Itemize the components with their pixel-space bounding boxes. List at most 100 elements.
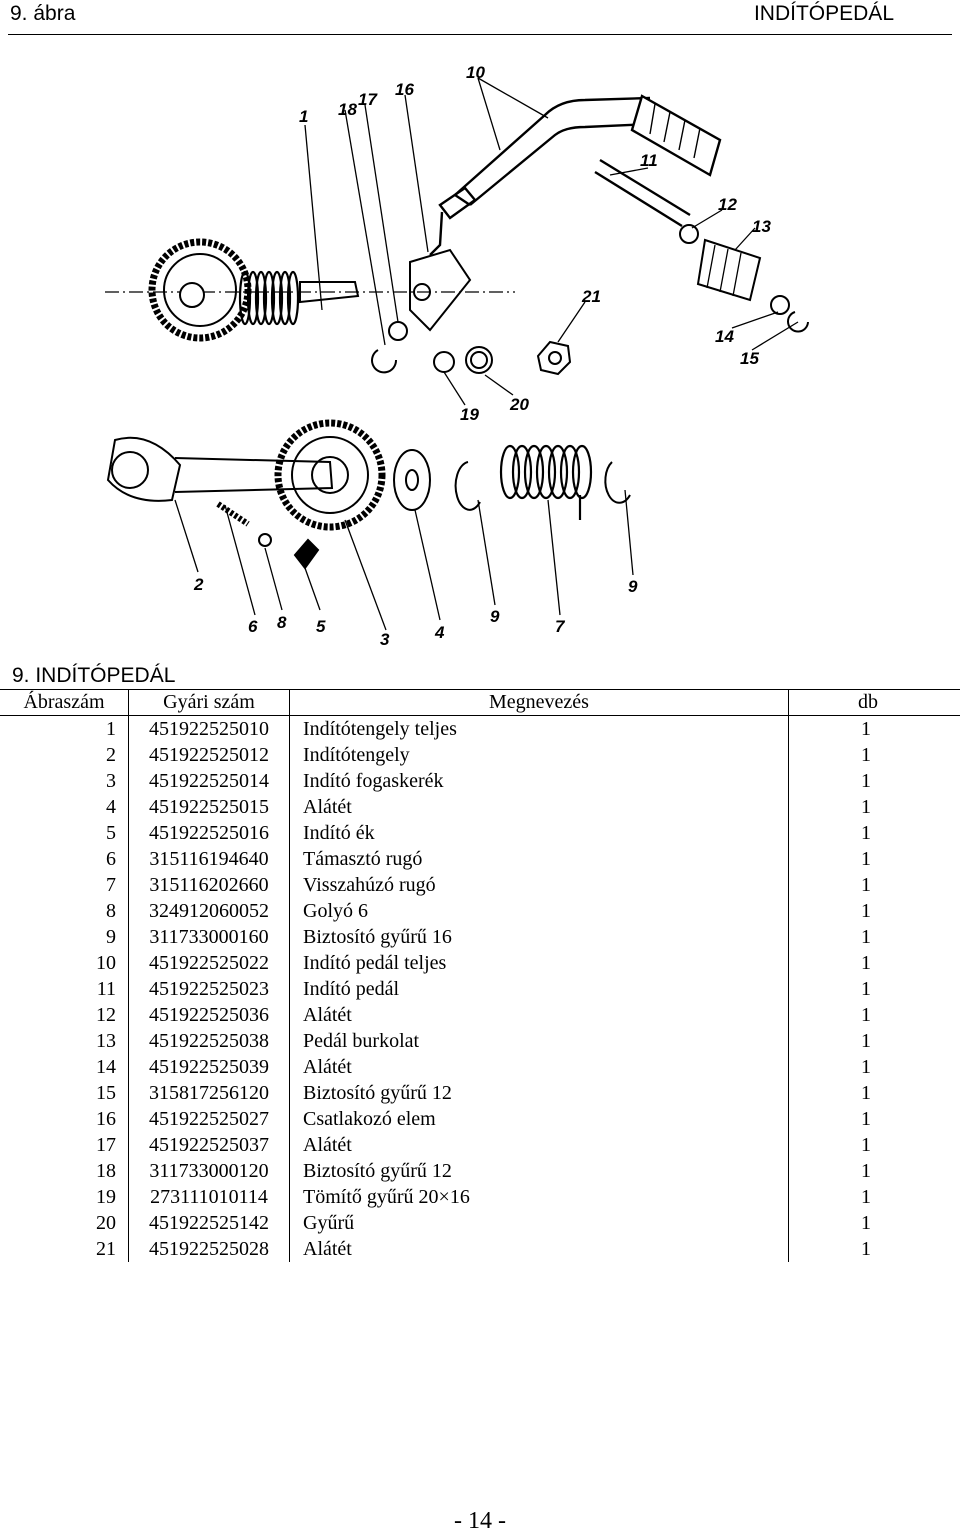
cell-part-no: 451922525039 xyxy=(128,1054,290,1080)
cell-part-no: 451922525015 xyxy=(128,794,290,820)
cell-part-no: 451922525027 xyxy=(128,1106,290,1132)
cell-figure-no: 18 xyxy=(0,1158,129,1184)
page-header: 9. ábra INDÍTÓPEDÁL xyxy=(8,0,952,35)
cell-description: Indító ék xyxy=(289,820,789,846)
cell-figure-no: 15 xyxy=(0,1080,129,1106)
callout-1: 1 xyxy=(299,107,308,126)
exploded-parts-diagram: 1 2 3 4 5 6 7 8 9 9 10 11 12 13 14 15 16… xyxy=(105,63,809,649)
ball xyxy=(258,533,272,547)
table-header-row: Ábraszám Gyári szám Megnevezés db xyxy=(0,689,960,716)
callout-12: 12 xyxy=(718,195,737,214)
cell-part-no: 451922525037 xyxy=(128,1132,290,1158)
cell-figure-no: 11 xyxy=(0,976,129,1002)
spring-upper xyxy=(238,270,300,326)
callout-4: 4 xyxy=(434,623,445,642)
circlip-right xyxy=(604,461,631,504)
cell-description: Biztosító gyűrű 12 xyxy=(289,1080,789,1106)
cell-description: Biztosító gyűrű 12 xyxy=(289,1158,789,1184)
callout-15: 15 xyxy=(740,349,759,368)
cell-figure-no: 9 xyxy=(0,924,129,950)
connector-block xyxy=(409,248,472,332)
callout-10: 10 xyxy=(466,63,485,82)
cell-description: Csatlakozó elem xyxy=(289,1106,789,1132)
cell-part-no: 451922525038 xyxy=(128,1028,290,1054)
kickstart-pedal xyxy=(429,94,722,256)
callout-20: 20 xyxy=(509,395,529,414)
cell-description: Visszahúzó rugó xyxy=(289,872,789,898)
callout-17: 17 xyxy=(358,90,378,109)
col-header-figure-no: Ábraszám xyxy=(0,689,129,716)
callout-13: 13 xyxy=(752,217,771,236)
callout-21: 21 xyxy=(581,287,601,306)
callout-9b: 9 xyxy=(628,577,638,596)
cell-part-no: 451922525036 xyxy=(128,1002,290,1028)
callout-8: 8 xyxy=(277,613,287,632)
starter-shaft xyxy=(106,436,334,502)
page-number: - 14 - xyxy=(454,1508,506,1534)
cell-quantity: 1 xyxy=(861,1160,871,1182)
cell-quantity: 1 xyxy=(861,770,871,792)
cell-description: Indítótengely teljes xyxy=(289,715,789,742)
cell-figure-no: 8 xyxy=(0,898,129,924)
cell-quantity: 1 xyxy=(861,1056,871,1078)
cell-quantity: 1 xyxy=(861,874,871,896)
cell-description: Indítótengely xyxy=(289,742,789,768)
cell-figure-no: 16 xyxy=(0,1106,129,1132)
cell-part-no: 315116202660 xyxy=(128,872,290,898)
cell-description: Támasztó rugó xyxy=(289,846,789,872)
col-header-part-no: Gyári szám xyxy=(128,689,290,716)
shaft-upper xyxy=(299,281,360,304)
cell-part-no: 451922525014 xyxy=(128,768,290,794)
callout-14: 14 xyxy=(715,327,734,346)
gear-upper xyxy=(148,238,252,342)
cell-description: Alátét xyxy=(289,1054,789,1080)
washer xyxy=(393,449,431,511)
cell-figure-no: 12 xyxy=(0,1002,129,1028)
cell-figure-no: 1 xyxy=(0,715,129,742)
cell-figure-no: 17 xyxy=(0,1132,129,1158)
cell-figure-no: 7 xyxy=(0,872,129,898)
cell-figure-no: 21 xyxy=(0,1236,129,1262)
cell-description: Tömítő gyűrű 20×16 xyxy=(289,1184,789,1210)
cell-quantity: 1 xyxy=(861,744,871,766)
cell-quantity: 1 xyxy=(861,1030,871,1052)
cell-quantity: 1 xyxy=(861,1212,871,1234)
cell-part-no: 315817256120 xyxy=(128,1080,290,1106)
callout-6: 6 xyxy=(248,617,258,636)
cell-figure-no: 19 xyxy=(0,1184,129,1210)
cell-part-no: 451922525028 xyxy=(128,1236,290,1262)
cell-part-no: 451922525142 xyxy=(128,1210,290,1236)
cell-figure-no: 2 xyxy=(0,742,129,768)
cell-quantity: 1 xyxy=(861,822,871,844)
return-spring xyxy=(499,444,593,520)
cell-description: Alátét xyxy=(289,1132,789,1158)
col-header-description: Megnevezés xyxy=(289,689,789,716)
nut xyxy=(536,340,572,376)
cell-quantity: 1 xyxy=(861,1004,871,1026)
cell-description: Pedál burkolat xyxy=(289,1028,789,1054)
col-header-quantity: db xyxy=(788,689,960,716)
cell-figure-no: 20 xyxy=(0,1210,129,1236)
cell-figure-no: 3 xyxy=(0,768,129,794)
cell-quantity: 1 xyxy=(861,796,871,818)
pedal-cover xyxy=(696,238,762,302)
cell-description: Gyűrű xyxy=(289,1210,789,1236)
callout-18: 18 xyxy=(338,100,357,119)
cell-quantity: 1 xyxy=(861,1082,871,1104)
cell-description: Alátét xyxy=(289,794,789,820)
cell-part-no: 273111010114 xyxy=(128,1184,290,1210)
cell-description: Golyó 6 xyxy=(289,898,789,924)
cell-part-no: 451922525012 xyxy=(128,742,290,768)
